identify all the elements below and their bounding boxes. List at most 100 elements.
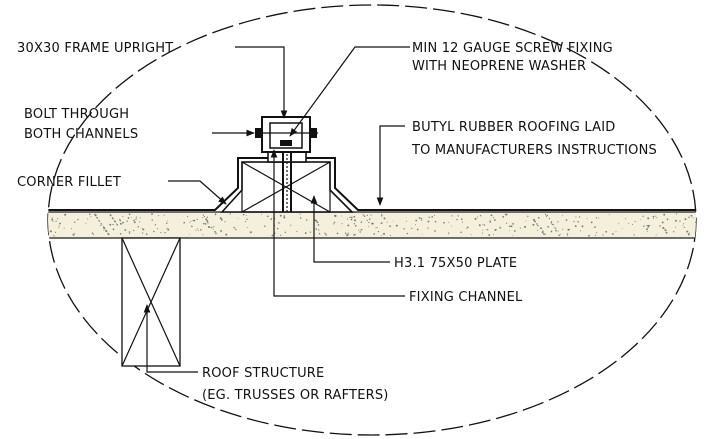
label-fixing-channel: FIXING CHANNEL [409,290,523,305]
speckle-dot [215,232,217,235]
speckle-dot [348,232,349,234]
speckle-dot [360,221,363,223]
speckle-dot [133,221,136,224]
speckle-dot [119,233,122,235]
speckle-dot [183,221,186,224]
butyl-membrane [48,157,696,211]
speckle-dot [103,229,105,231]
speckle-dot [206,216,208,218]
speckle-dot [664,228,665,230]
speckle-dot [581,225,584,228]
speckle-dot [540,227,543,230]
speckle-dot [550,230,553,233]
speckle-dot [129,233,131,235]
speckle-dot [418,217,421,219]
speckle-dot [683,226,685,228]
speckle-dot [416,228,419,231]
speckle-dot [50,230,52,233]
speckle-dot [492,233,495,235]
speckle-dot [224,221,226,223]
speckle-dot [558,234,560,237]
speckle-dot [139,221,141,223]
speckle-dot [247,227,249,228]
speckle-dot [502,215,505,218]
speckle-dot [347,224,350,227]
speckle-dot [192,219,194,222]
speckle-dot [661,221,664,224]
speckle-dot [92,233,94,235]
speckle-dot [451,225,453,227]
speckle-dot [406,232,409,235]
label-roof-structure-1: ROOF STRUCTURE [202,366,324,381]
speckle-dot [546,215,548,217]
speckle-dot [608,214,610,216]
speckle-dot [532,223,535,226]
speckle-dot [360,228,363,231]
speckle-dot [245,221,247,223]
speckle-dot [633,234,635,236]
speckle-dot [122,216,124,218]
speckle-dot [443,221,445,224]
speckle-dot [493,219,496,221]
speckle-dot [187,216,189,218]
speckle-dot [421,219,423,221]
speckle-dot [351,216,353,219]
speckle-dot [688,233,690,235]
leader-lines [143,46,410,373]
speckle-dot [460,218,463,221]
speckle-dot [524,225,526,228]
speckle-dot [532,218,535,221]
speckle-dot [662,227,665,229]
speckle-dot [349,216,351,219]
speckle-dot [304,232,307,235]
speckle-dot [579,230,582,232]
speckle-dot [296,230,298,233]
speckle-dot [414,224,417,226]
speckle-dot [271,234,274,237]
speckle-dot [647,224,650,227]
speckle-dot [643,225,645,227]
speckle-dot [499,227,502,229]
speckle-dot [191,225,193,228]
speckle-dot [74,221,76,223]
speckle-dot [653,217,655,219]
speckle-dot [577,221,579,223]
speckle-dot [42,227,43,228]
speckle-dot [354,224,357,227]
speckle-dot [431,216,434,218]
speckle-dot [276,227,279,230]
speckle-dot [109,213,111,215]
speckle-dot [283,215,285,217]
speckle-dot [646,231,648,233]
speckle-dot [368,225,370,227]
speckle-dot [166,220,168,222]
speckle-dot [98,220,100,222]
speckle-dot [652,215,655,218]
speckle-dot [534,220,536,223]
speckle-dot [246,218,248,221]
speckle-dot [142,228,145,231]
speckle-dot [358,229,360,231]
speckle-dot [362,213,364,215]
speckle-dot [679,220,681,222]
speckle-dot [647,217,650,220]
speckle-dot [74,232,76,234]
speckle-dot [489,219,491,221]
speckle-dot [350,218,353,221]
speckle-dot [703,228,704,229]
speckle-dot [573,220,575,223]
speckle-dot [51,218,54,221]
frame-upright [255,116,318,153]
roof-structure-member [121,237,181,367]
speckle-dot [542,230,544,232]
speckle-dot [457,215,459,217]
speckle-dot [341,215,343,217]
speckle-dot [541,231,544,234]
speckle-dot [478,224,481,227]
speckle-dot [389,234,392,236]
speckle-dot [166,227,168,229]
speckle-dot [559,233,561,235]
speckle-dot [615,231,617,233]
speckle-dot [689,232,690,234]
speckle-dot [381,214,383,217]
